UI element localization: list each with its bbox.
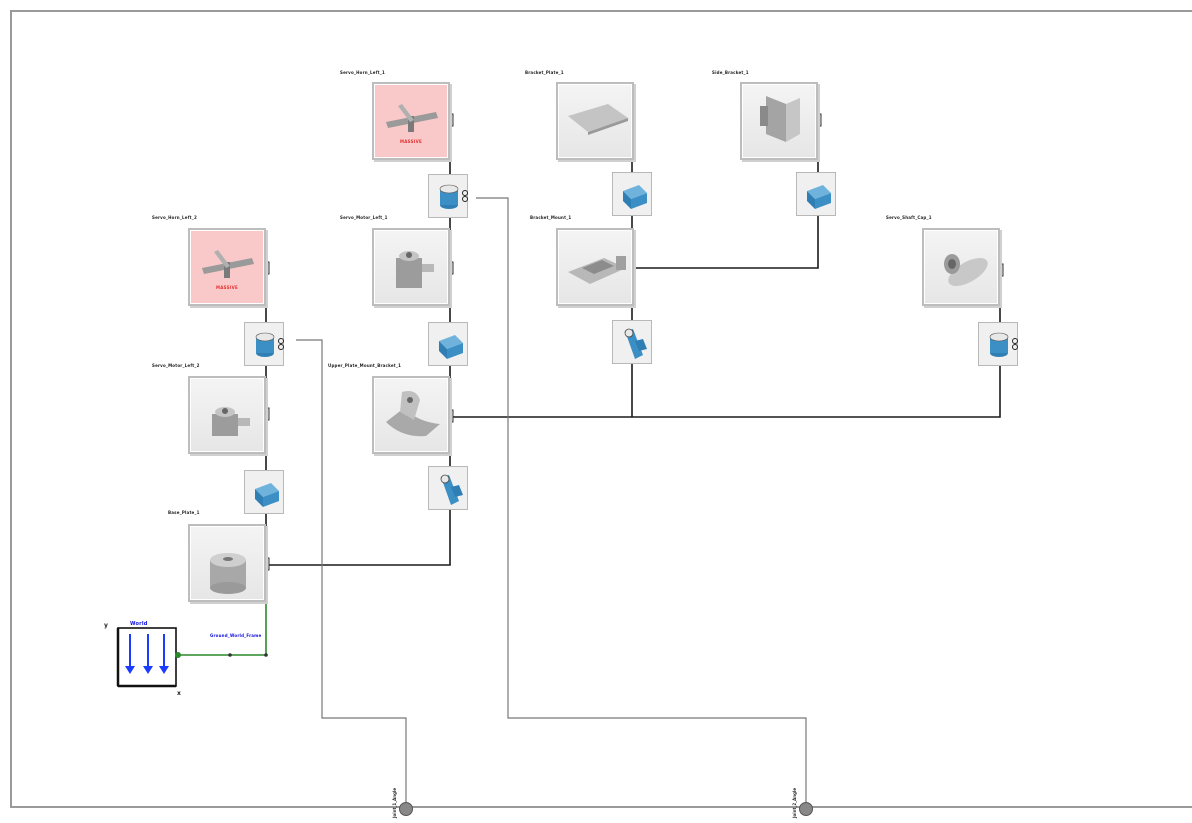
horn-icon <box>386 104 438 132</box>
block-label: Servo_Horn_Left_2 <box>152 215 197 220</box>
revolute-joint-icon <box>439 184 468 209</box>
block-label: Servo_Motor_Left_2 <box>152 363 200 368</box>
block-label: Side_Bracket_1 <box>712 70 749 75</box>
world-block[interactable]: World y x <box>100 620 190 700</box>
massive-badge: MASSIVE <box>215 285 239 290</box>
block-label: Servo_Motor_Left_1 <box>340 215 388 220</box>
mount-block[interactable] <box>556 228 634 306</box>
plate-block[interactable] <box>556 82 634 160</box>
weld-joint-block[interactable] <box>244 470 284 514</box>
output-port[interactable] <box>799 802 813 816</box>
signal-wire <box>476 197 807 806</box>
bracket-icon <box>386 391 440 437</box>
world-label: World <box>130 621 148 627</box>
servo-motor-icon <box>396 251 434 288</box>
mount-icon <box>568 256 626 284</box>
weld-joint-icon <box>623 185 647 209</box>
weld-joint-block[interactable] <box>612 172 652 216</box>
world-icon <box>116 627 181 688</box>
revolute-joint-block[interactable] <box>978 322 1018 366</box>
output-label: Joint_1_Angle <box>392 787 397 818</box>
transform-port <box>228 653 232 657</box>
massive-badge: MASSIVE <box>399 139 423 144</box>
side-bracket-icon <box>760 96 800 142</box>
servo-motor-block[interactable] <box>372 228 450 306</box>
transform-label: Ground_World_Frame <box>210 633 262 638</box>
revolute-joint-icon <box>255 332 284 357</box>
planar-joint-icon <box>624 328 647 359</box>
revolute-joint-block[interactable] <box>428 174 468 218</box>
horn-icon <box>202 250 254 278</box>
base-block[interactable] <box>188 524 266 602</box>
plate-icon <box>568 104 628 135</box>
block-label: Servo_Shaft_Cap_1 <box>886 215 932 220</box>
shaft-cap-block[interactable] <box>922 228 1000 306</box>
block-label: Servo_Horn_Left_1 <box>340 70 385 75</box>
output-port[interactable] <box>399 802 413 816</box>
servo-horn-block[interactable]: MASSIVE <box>188 228 266 306</box>
planar-joint-icon <box>440 474 463 505</box>
weld-joint-block[interactable] <box>428 322 468 366</box>
world-axis-x: x <box>177 690 182 697</box>
block-label: Base_Plate_1 <box>168 510 200 515</box>
weld-joint-icon <box>255 483 279 507</box>
block-label: Bracket_Plate_1 <box>525 70 564 75</box>
servo-motor-block[interactable] <box>188 376 266 454</box>
block-label: Upper_Plate_Mount_Bracket_1 <box>328 363 402 368</box>
planar-joint-block[interactable] <box>428 466 468 510</box>
wire <box>632 214 819 269</box>
cylinder-icon <box>210 553 246 594</box>
revolute-joint-icon <box>989 332 1018 357</box>
block-label: Bracket_Mount_1 <box>530 215 572 220</box>
weld-joint-block[interactable] <box>796 172 836 216</box>
shaft-icon <box>944 254 988 286</box>
servo-motor-icon <box>212 407 250 436</box>
output-label: Joint_2_Angle <box>792 787 797 818</box>
bracket-block[interactable] <box>372 376 450 454</box>
servo-horn-block[interactable]: MASSIVE <box>372 82 450 160</box>
planar-joint-block[interactable] <box>612 320 652 364</box>
transform-port <box>264 653 268 657</box>
signal-wire <box>296 339 407 806</box>
weld-joint-icon <box>439 335 463 359</box>
world-axis-y: y <box>104 622 109 629</box>
revolute-joint-block[interactable] <box>244 322 284 366</box>
wire <box>450 366 1001 418</box>
side-bracket-block[interactable] <box>740 82 818 160</box>
wire <box>266 508 451 566</box>
weld-joint-icon <box>807 185 831 209</box>
